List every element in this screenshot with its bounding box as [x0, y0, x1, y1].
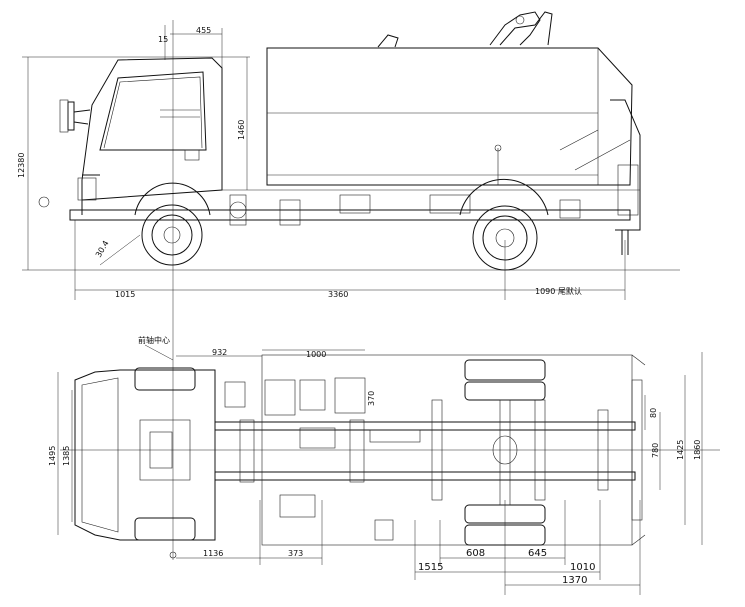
dim-932: 932 [212, 348, 227, 357]
dim-455: 455 [196, 26, 211, 35]
dim-1010: 1010 [570, 562, 595, 573]
dim-1460: 1460 [237, 120, 246, 140]
dim-1860: 1860 [693, 440, 702, 460]
side-view: 15 455 1460 12380 30.4 1015 3360 1090 尾默… [17, 11, 680, 560]
dim-1370: 1370 [562, 575, 587, 586]
dim-370: 370 [367, 391, 376, 406]
top-view: 前轴中心 932 1000 370 1495 1385 1136 373 151… [48, 335, 720, 595]
dim-1000: 1000 [306, 350, 326, 359]
dim-780: 780 [651, 443, 660, 458]
dim-373: 373 [288, 549, 303, 558]
dim-1425: 1425 [676, 440, 685, 460]
dim-1515: 1515 [418, 562, 443, 573]
dim-80: 80 [649, 408, 658, 418]
dim-front-overhang: 1015 [115, 290, 135, 299]
dim-1136: 1136 [203, 549, 223, 558]
dim-645: 645 [528, 548, 547, 559]
dim-rear: 1090 尾默认 [535, 286, 582, 296]
dim-height: 12380 [17, 153, 26, 178]
label-front-axle-center: 前轴中心 [138, 335, 170, 345]
dim-front-angle: 30.4 [94, 239, 111, 259]
dim-wheelbase: 3360 [328, 290, 348, 299]
dim-608: 608 [466, 548, 485, 559]
dim-1385: 1385 [62, 446, 71, 466]
dim-15: 15 [158, 35, 168, 44]
dim-1495: 1495 [48, 446, 57, 466]
